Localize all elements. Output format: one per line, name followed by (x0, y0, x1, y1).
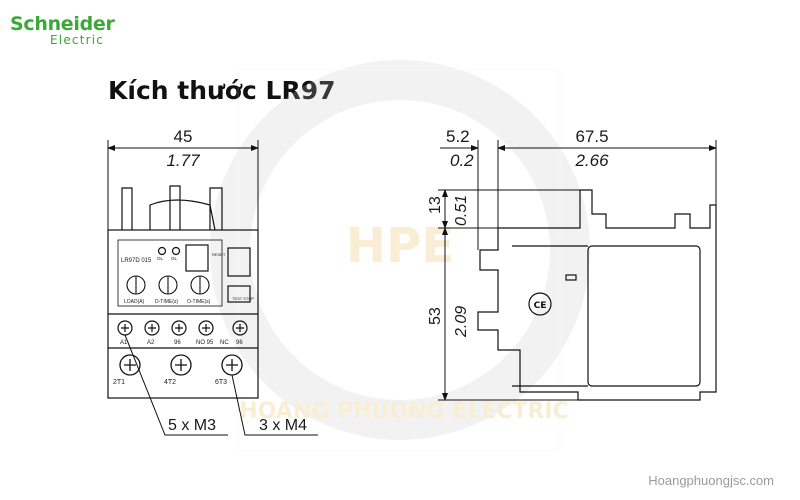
watermark: HPE HOANG PHUONG ELECTRIC (210, 60, 590, 451)
ol-label-1: OL (157, 256, 164, 261)
dial-label-dtime: D-TIME(s) (155, 299, 178, 305)
side-vertical-dimensions (438, 189, 592, 401)
front-view (107, 185, 259, 399)
terminal-6t3: 6T3 (215, 379, 227, 386)
side-offset-mm: 5.2 (446, 127, 470, 146)
device-model: LR97D 015 (121, 258, 152, 264)
side-depth-in: 2.66 (574, 151, 609, 170)
terminal-96b: 96 (236, 340, 243, 346)
callout-m3: 5 x M3 (168, 417, 216, 434)
top-height-mm: 13 (427, 196, 444, 214)
terminal-nc: NC (220, 340, 229, 346)
upper-terminal-screws (117, 320, 248, 336)
ce-icon: CE (534, 301, 547, 311)
test-label: TEST STOP (232, 296, 254, 301)
brand-name: Schneider (10, 13, 115, 35)
terminal-96a: 96 (174, 340, 181, 346)
page-title: Kích thước LR97 (108, 76, 336, 105)
top-height-in: 0.51 (453, 195, 470, 226)
callout-leaders (124, 334, 318, 436)
ce-mark (528, 292, 552, 316)
dial-label-otime: O-TIME(s) (187, 299, 211, 305)
side-top-dimensions (440, 140, 717, 250)
terminal-a1: A1 (120, 340, 128, 346)
watermark-logo: HPE (346, 218, 454, 274)
terminal-a2: A2 (147, 340, 155, 346)
terminal-4t2: 4T2 (164, 379, 176, 386)
ol-label-2: OL (171, 256, 178, 261)
side-offset-in: 0.2 (450, 151, 474, 170)
front-width-dimension (107, 140, 259, 230)
dial-label-load: LOAD(A) (124, 299, 145, 305)
footer-website: Hoangphuongjsc.com (648, 473, 774, 488)
reset-label: RESET (212, 252, 226, 257)
side-depth-mm: 67.5 (575, 127, 608, 146)
front-width-mm: 45 (174, 127, 193, 146)
brand-sub: Electric (50, 33, 105, 47)
front-width-in: 1.77 (166, 151, 200, 170)
body-height-mm: 53 (427, 307, 444, 325)
terminal-2t1: 2T1 (113, 379, 125, 386)
callout-m4: 3 x M4 (259, 417, 307, 434)
front-dials (126, 275, 210, 295)
terminal-no95: NO 95 (196, 340, 214, 346)
watermark-text: HOANG PHUONG ELECTRIC (239, 399, 568, 424)
lower-terminal-screws (119, 354, 243, 376)
body-height-in: 2.09 (453, 306, 470, 338)
schneider-logo: Schneider Electric (10, 14, 115, 47)
side-view (477, 189, 717, 401)
